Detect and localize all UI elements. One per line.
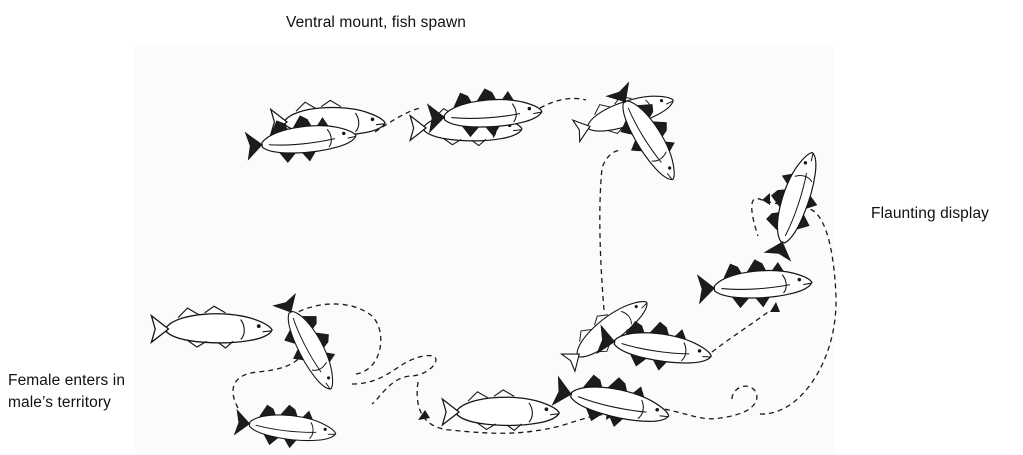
arrow-4 <box>770 302 780 312</box>
fish-male-flaunting-upper <box>754 145 832 263</box>
path-approach <box>233 352 304 408</box>
fish-male-bottom-left <box>234 400 338 452</box>
path-vertical <box>600 150 622 310</box>
path-loop-left <box>352 356 436 404</box>
path-top-right <box>540 98 586 108</box>
fish-male-top-c <box>600 77 694 190</box>
fish-male-bottom-right <box>551 365 675 437</box>
path-bottom-right <box>656 386 757 419</box>
fish-female-bottom <box>442 390 559 430</box>
fish-male-diagonal-left <box>267 289 351 398</box>
arrow-5 <box>762 193 770 205</box>
fish-male-flaunting-lower <box>697 256 814 311</box>
fish-female-left <box>151 306 272 348</box>
path-display-down <box>712 312 768 352</box>
